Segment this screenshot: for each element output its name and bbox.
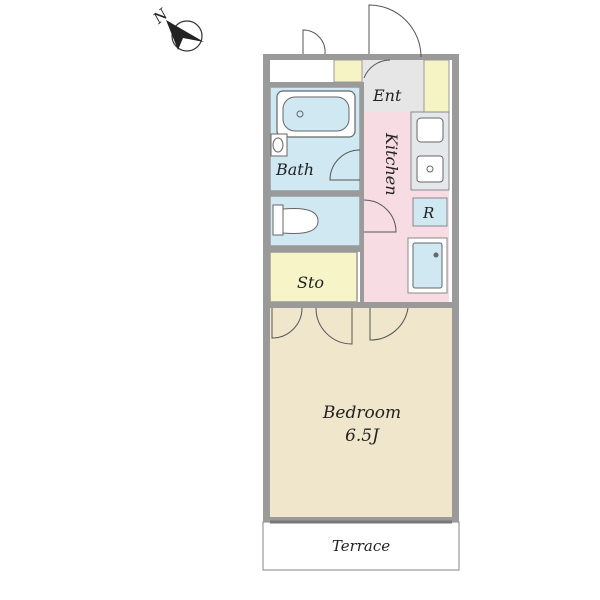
storage-label: Sto [297,273,324,292]
doors [271,4,422,345]
entry-closet-door [302,29,326,55]
compass: N [149,5,204,52]
sink-icon [416,117,444,143]
refrigerator-box [412,197,448,227]
toilet-door [363,199,397,233]
bath-label: Bath [275,160,314,179]
terrace-label: Terrace [332,537,390,555]
bedroom-size-label: 6.5J [345,426,380,446]
bedroom-label: Bedroom [322,403,401,423]
shoe-closet [423,59,450,113]
stove-icon [416,155,444,183]
washing-machine-icon [407,237,448,294]
closet-door-left [271,307,303,339]
bedroom-door [369,307,409,341]
terrace [262,520,460,571]
kitchen-door [363,59,391,79]
bath-door [329,149,361,181]
toilet-icon [272,204,319,236]
closet-door-right [315,307,353,345]
washbasin-icon [270,133,288,157]
entry-closet [333,59,363,83]
kitchen-label: Kitchen [382,132,401,196]
entrance-area [362,60,424,112]
interior-walls [270,82,452,308]
north-arrow-icon [166,20,204,52]
bathtub-icon [276,90,356,138]
kitchen-counter [410,111,450,191]
refrigerator-label: R [422,204,434,222]
bedroom-area [270,308,452,517]
entrance-label: Ent [372,86,402,105]
entrance-door [368,4,422,58]
